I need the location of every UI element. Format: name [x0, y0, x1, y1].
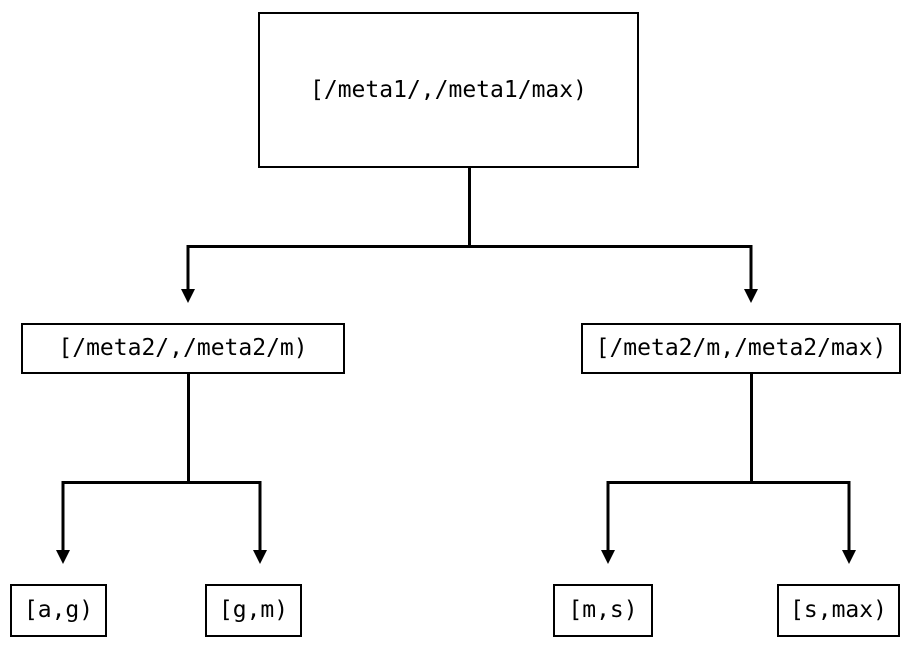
arrowhead-leaf-a-g [56, 550, 70, 564]
tree-node-mid-right-label: [/meta2/m,/meta2/max) [595, 335, 887, 361]
tree-node-leaf-a-g[interactable]: [a,g) [10, 584, 107, 637]
arrowhead-mid-left [181, 289, 195, 303]
edge-group-left [61, 374, 262, 551]
tree-node-leaf-a-g-label: [a,g) [23, 597, 94, 623]
tree-node-mid-left-label: [/meta2/,/meta2/m) [58, 335, 308, 361]
edge-group-right [606, 374, 851, 551]
arrowhead-leaf-m-s [601, 550, 615, 564]
tree-node-root[interactable]: [/meta1/,/meta1/max) [258, 12, 639, 168]
tree-node-leaf-g-m-label: [g,m) [218, 597, 289, 623]
tree-node-mid-right[interactable]: [/meta2/m,/meta2/max) [581, 323, 901, 374]
arrowhead-group-left [56, 550, 267, 564]
arrowhead-group-right [601, 550, 856, 564]
tree-node-leaf-m-s-label: [m,s) [568, 597, 638, 623]
tree-node-leaf-s-max-label: [s,max) [790, 597, 887, 623]
tree-node-root-label: [/meta1/,/meta1/max) [310, 76, 587, 103]
tree-node-leaf-m-s[interactable]: [m,s) [553, 584, 653, 637]
tree-node-leaf-s-max[interactable]: [s,max) [777, 584, 900, 637]
arrowhead-leaf-g-m [253, 550, 267, 564]
arrowhead-mid-right [744, 289, 758, 303]
arrowhead-group-root [181, 289, 758, 303]
arrowhead-leaf-s-max [842, 550, 856, 564]
edge-group-root [186, 168, 753, 290]
tree-node-mid-left[interactable]: [/meta2/,/meta2/m) [21, 323, 345, 374]
tree-node-leaf-g-m[interactable]: [g,m) [205, 584, 302, 637]
